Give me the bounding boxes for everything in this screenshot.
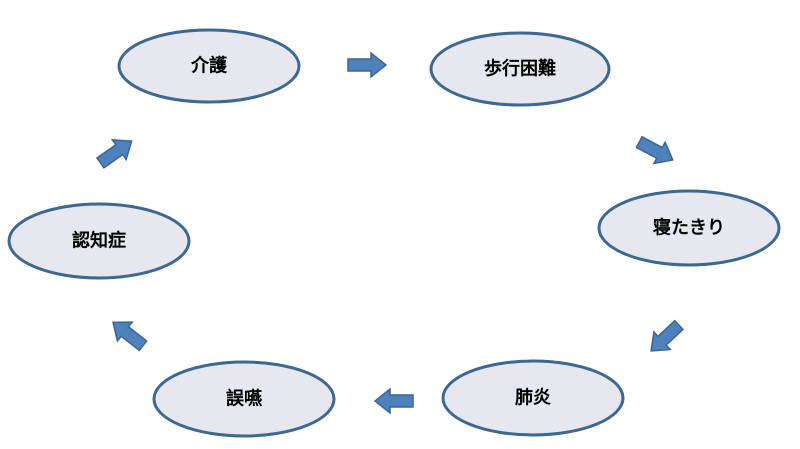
node-hokou-konnan-label: 歩行困難	[484, 58, 556, 80]
arrow-goen-to-ninchisho	[112, 321, 148, 352]
node-kaigo-label: 介護	[190, 55, 228, 77]
node-ninchisho-ellipse	[7, 202, 191, 280]
node-hokou-konnan: 歩行困難	[429, 31, 611, 107]
node-netakiri: 寝たきり	[597, 189, 781, 267]
node-goen: 誤嚥	[152, 360, 336, 438]
node-goen-label: 誤嚥	[226, 388, 262, 410]
arrow-ninchisho-to-kaigo	[95, 139, 133, 169]
node-netakiri-ellipse	[597, 189, 781, 267]
node-hokou-konnan-ellipse	[429, 31, 611, 107]
node-ninchisho-label: 認知症	[72, 230, 126, 252]
node-ninchisho: 認知症	[7, 202, 191, 280]
node-goen-ellipse	[152, 360, 336, 438]
arrow-kaigo-to-hokou	[347, 51, 388, 79]
node-kaigo-ellipse	[117, 28, 301, 104]
arrow-haien-to-goen	[373, 387, 414, 415]
node-kaigo: 介護	[117, 28, 301, 104]
node-haien-ellipse	[441, 359, 625, 437]
arrow-netakiri-to-haien	[650, 319, 685, 352]
node-haien: 肺炎	[441, 359, 625, 437]
node-haien-label: 肺炎	[515, 388, 551, 409]
arrow-hokou-to-netakiri	[635, 135, 674, 165]
node-netakiri-label: 寝たきり	[653, 217, 725, 239]
